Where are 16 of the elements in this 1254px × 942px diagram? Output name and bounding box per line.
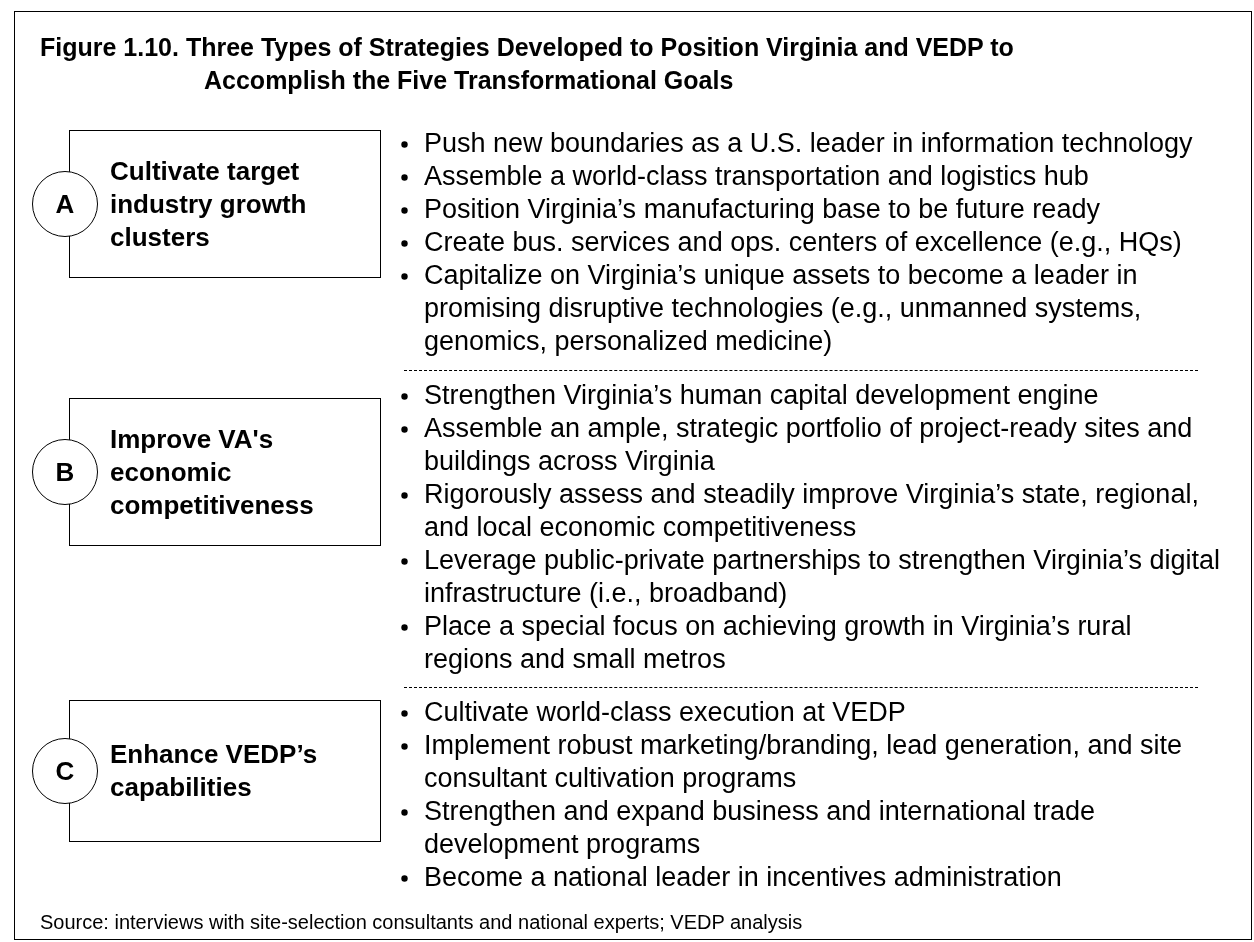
bullet-text: Capitalize on Virginia’s unique assets to become a leader in promising disruptive technologies (e.g., unmanned systems, genomics, personalized medicine) (424, 259, 1143, 358)
bullet-text: Assemble an ample, strategic portfolio of project-ready sites and buildings across Virginia (424, 412, 1194, 478)
bullet-text: Position Virginia’s manufacturing base to be future ready (424, 193, 1101, 226)
bullet-text: Implement robust marketing/branding, lead generation, and site consultant cultivation programs (424, 729, 1183, 795)
bullet-text: Become a national leader in incentives administration (424, 861, 1063, 894)
bullet-text: Cultivate world-class execution at VEDP (424, 696, 907, 729)
figure-title: Figure 1.10. Three Types of Strategies Developed to Position Virginia and VEDP to Accomplish the Five Transformational Goals (40, 32, 1015, 96)
bullet-text: Rigorously assess and steadily improve Virginia’s state, regional, and local economic competitiveness (424, 478, 1200, 544)
bullet-text: Assemble a world-class transportation and logistics hub (424, 160, 1090, 193)
source-note: Source: interviews with site-selection consultants and national experts; VEDP analysis (40, 910, 803, 934)
bullet-text: Place a special focus on achieving growth in Virginia’s rural regions and small metros (424, 610, 1133, 676)
bullet-text: Push new boundaries as a U.S. leader in information technology (424, 127, 1194, 160)
bullet-text: Create bus. services and ops. centers of excellence (e.g., HQs) (424, 226, 1183, 259)
bullet-text: Strengthen and expand business and international trade development programs (424, 795, 1096, 861)
bullet-text: Strengthen Virginia’s human capital development engine (424, 379, 1100, 412)
bullet-text: Leverage public-private partnerships to strengthen Virginia’s digital infrastructure (i.e., broadband) (424, 544, 1221, 610)
